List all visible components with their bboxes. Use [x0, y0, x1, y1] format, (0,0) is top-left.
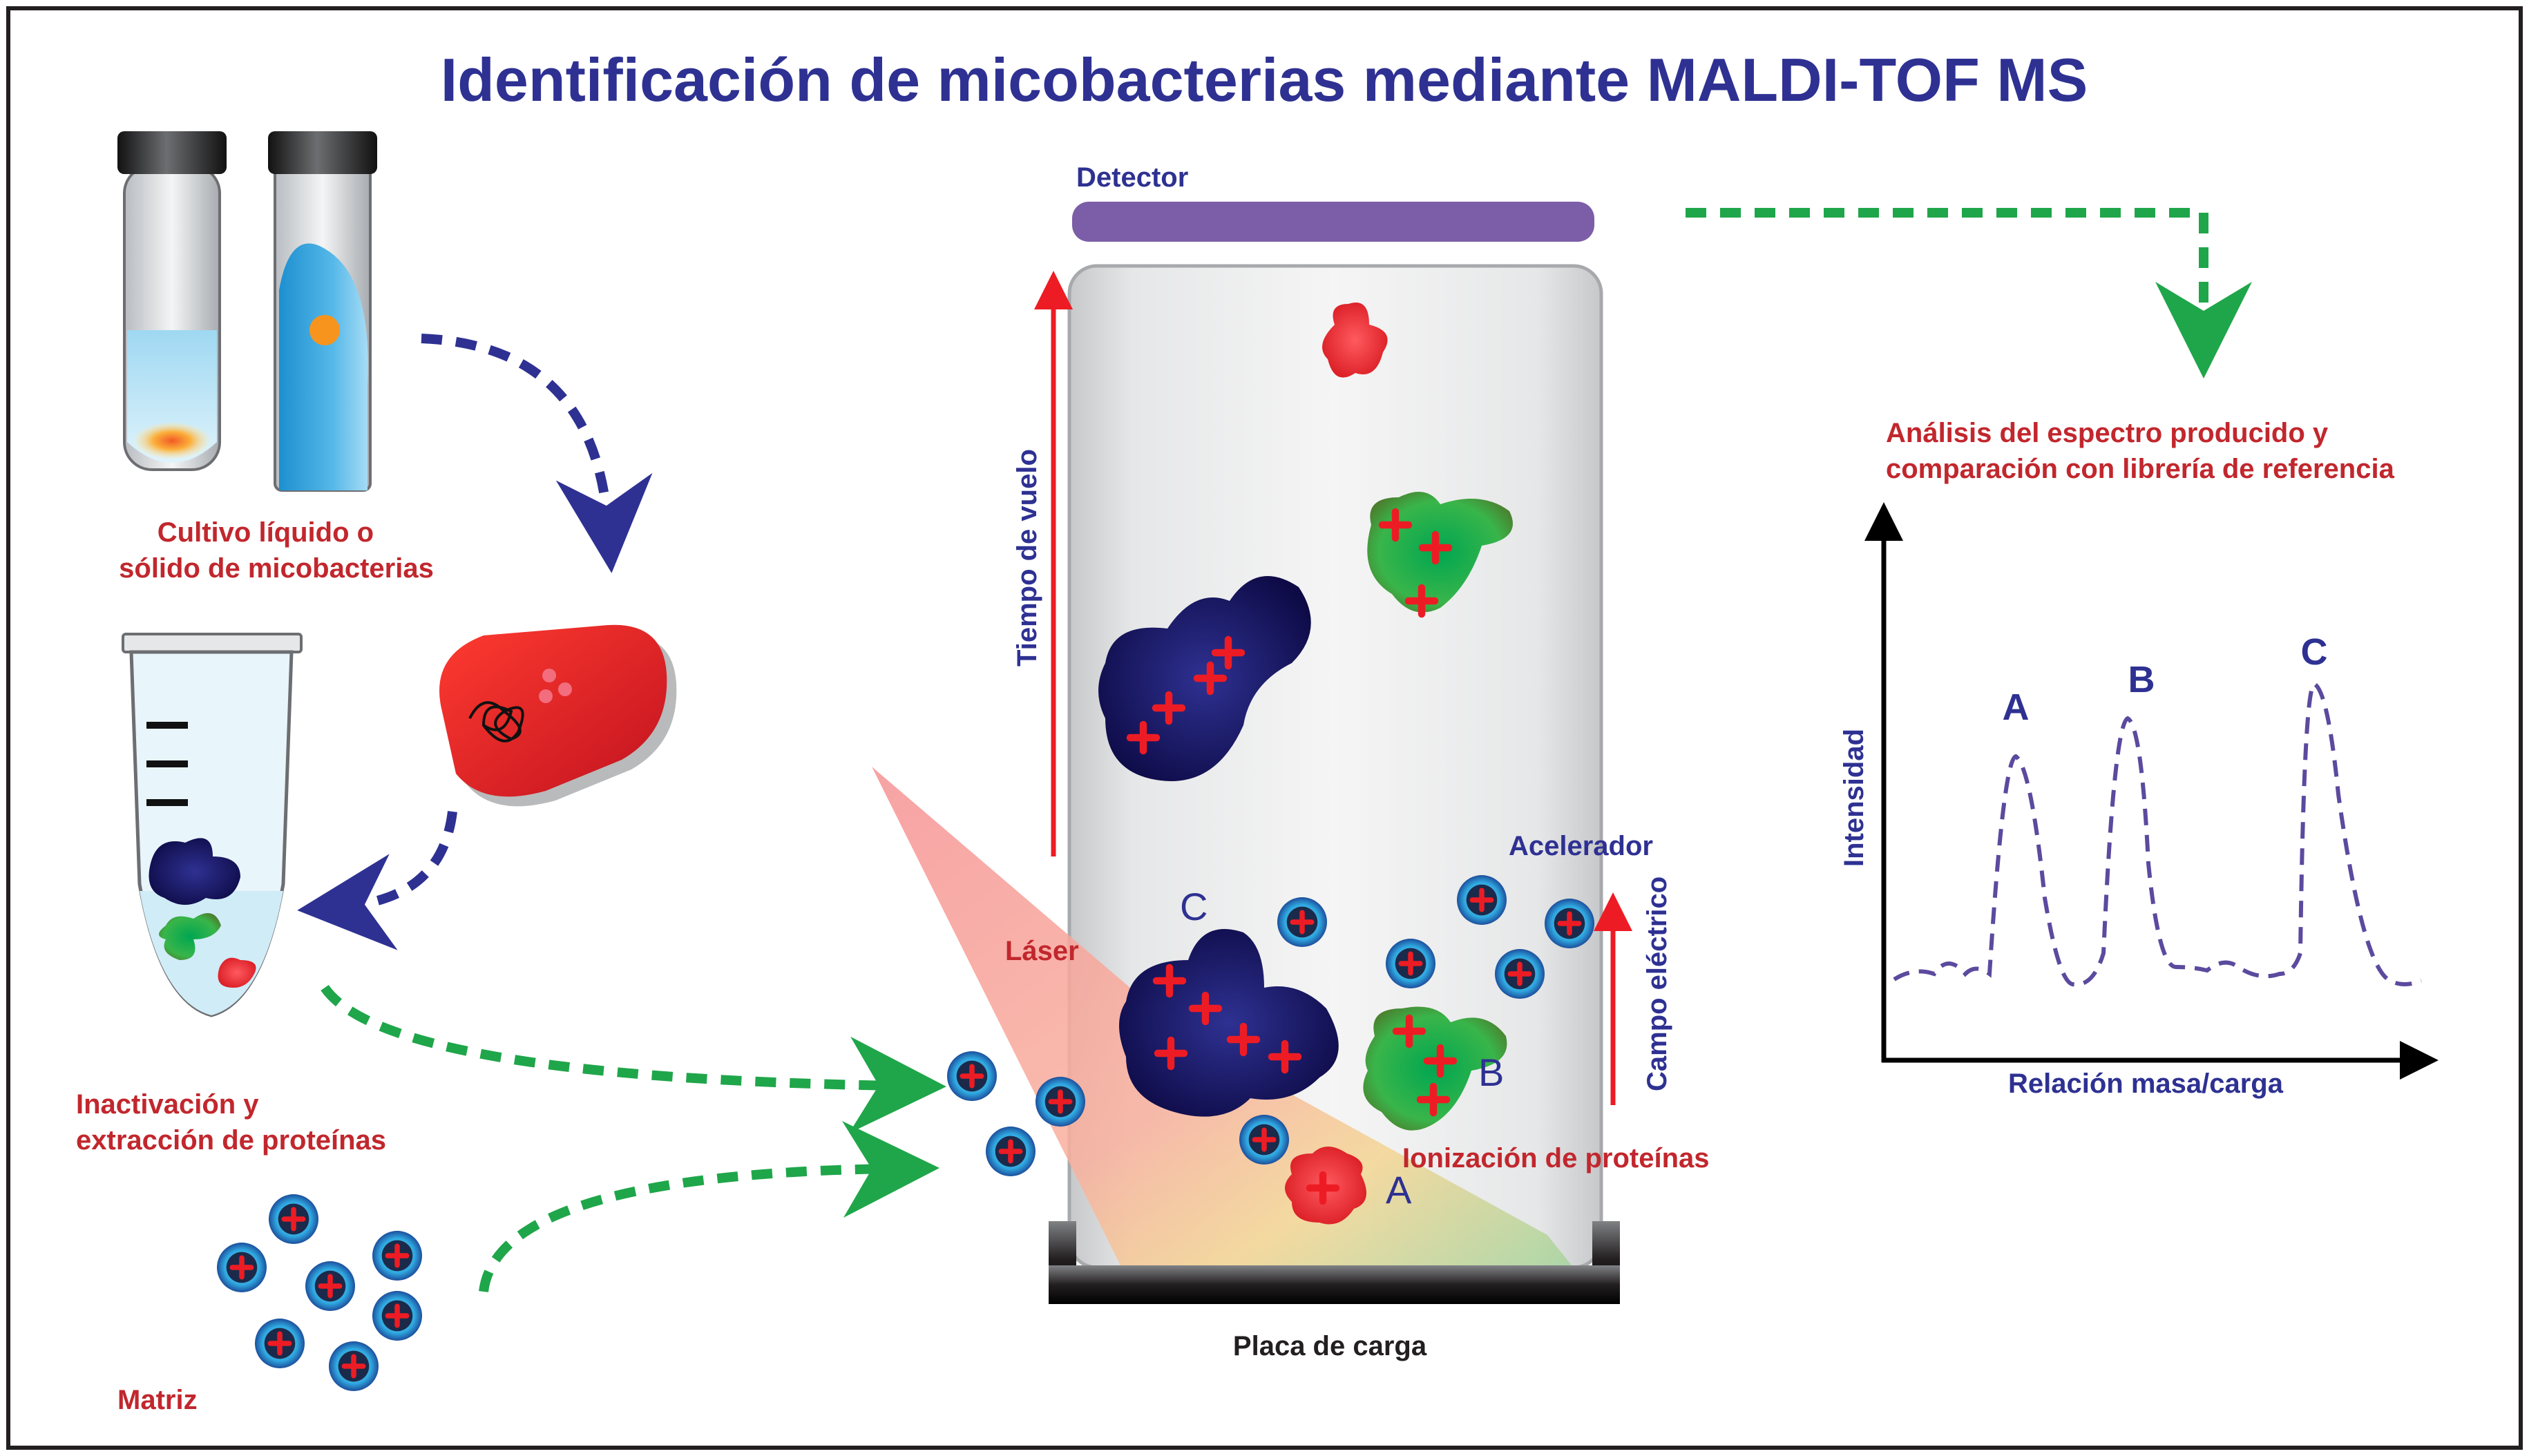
laser-label: Láser [1005, 936, 1079, 966]
matrix-ion-icon [986, 1127, 1036, 1176]
liquid-culture-tube [117, 131, 227, 471]
matrix-ion-icon [1545, 899, 1594, 948]
flight-time-label: Tiempo de vuelo [1012, 449, 1042, 667]
red-protein-top [1322, 303, 1388, 378]
detector-label: Detector [1076, 162, 1188, 193]
peak-label-a: A [2003, 687, 2030, 728]
protein-letter-a: A [1386, 1168, 1412, 1211]
matrix-ion-icon [1495, 949, 1545, 999]
charge-plus-icon [1152, 691, 1186, 725]
charge-plus-icon [318, 1274, 343, 1299]
y-axis-label: Intensidad [1839, 729, 1869, 867]
charge-plus-icon [1416, 1082, 1451, 1117]
charge-plus-icon [960, 1064, 984, 1089]
matrix-ion-icon [329, 1341, 379, 1391]
matrix-ion-icon [1036, 1077, 1085, 1127]
flow-arrow-bacterium-to-tube [297, 811, 457, 950]
matrix-ion-icon [305, 1261, 355, 1311]
matrix-ion-icon [255, 1319, 305, 1368]
mycobacterium-cell [439, 624, 677, 807]
culture-label: Cultivo líquido o sólido de micobacteria… [119, 517, 434, 584]
charge-plus-icon [1378, 508, 1413, 542]
protein-charges [1126, 508, 1458, 1205]
charge-plus-icon [1418, 530, 1453, 565]
ionization-label: Ionización de proteínas [1402, 1143, 1710, 1174]
charge-plus-icon [1126, 720, 1161, 755]
inactivation-label: Inactivación y extracción de proteínas [76, 1089, 386, 1156]
charge-plus-icon [1188, 991, 1223, 1026]
charge-plus-icon [1392, 1014, 1426, 1048]
loading-plate-label: Placa de carga [1233, 1331, 1427, 1361]
charge-plus-icon [1193, 661, 1228, 696]
charge-plus-icon [1290, 910, 1315, 935]
laser-beam [872, 767, 1575, 1270]
charge-plus-icon [1211, 635, 1246, 670]
charge-plus-icon [341, 1354, 366, 1379]
flow-arrow-matrix-to-plate [479, 1120, 939, 1292]
peak-label-c: C [2301, 631, 2328, 673]
matrix-ion-icon [1386, 939, 1435, 988]
charge-plus-icon [1048, 1089, 1073, 1114]
charge-plus-icon [1268, 1040, 1302, 1074]
matrix-ion-icon [1457, 875, 1507, 925]
matrix-ion-icon [1277, 897, 1327, 947]
charge-plus-icon [1226, 1022, 1261, 1057]
charge-plus-icon [1404, 584, 1439, 618]
analysis-label: Análisis del espectro producido y compar… [1886, 418, 2395, 484]
charge-plus-icon [998, 1139, 1023, 1164]
charge-plus-icon [1152, 964, 1187, 998]
page-title: Identificación de micobacterias mediante… [441, 46, 2088, 114]
flow-arrow-culture-to-bacterium [421, 334, 653, 573]
flow-arrow-proteins-to-plate [321, 984, 946, 1133]
charge-plus-icon [1306, 1171, 1340, 1205]
charge-plus-icon [1398, 951, 1423, 976]
mass-spectrum-trace [1893, 681, 2423, 987]
charge-plus-icon [1469, 888, 1494, 912]
charge-plus-icon [281, 1207, 306, 1232]
matrix-ion-icon [947, 1051, 997, 1101]
charge-plus-icon [385, 1303, 410, 1328]
charge-plus-icon [1252, 1127, 1277, 1152]
matrix-ion-icon [217, 1243, 267, 1292]
charge-plus-icon [229, 1255, 254, 1280]
chamber-ions [1239, 875, 1594, 1165]
peak-label-b: B [2128, 659, 2155, 700]
matrix-ion-icon [372, 1231, 422, 1281]
accelerator-label: Acelerador [1509, 831, 1653, 861]
matrix-ions [217, 1194, 422, 1391]
detector-plate [1072, 202, 1594, 242]
solid-culture-tube [268, 131, 377, 492]
electric-field-label: Campo eléctrico [1642, 877, 1672, 1091]
green-protein-b [1363, 1006, 1507, 1131]
matrix-ion-icon [1239, 1115, 1289, 1165]
charge-plus-icon [267, 1331, 292, 1356]
protein-letter-b: B [1478, 1051, 1504, 1094]
protein-letter-c: C [1180, 885, 1208, 928]
matrix-ion-icon [269, 1194, 318, 1244]
charge-plus-icon [1507, 961, 1532, 986]
loading-plate [1049, 1221, 1620, 1304]
matrix-label: Matriz [117, 1385, 198, 1415]
charge-plus-icon [1557, 911, 1582, 936]
charge-plus-icon [1154, 1036, 1188, 1071]
matrix-ion-icon [372, 1291, 422, 1341]
flow-arrow-detector-to-spectrum [1686, 208, 2252, 379]
x-axis-label: Relación masa/carga [2008, 1069, 2284, 1099]
plate-ions [947, 1051, 1085, 1176]
charge-plus-icon [385, 1243, 410, 1268]
charge-plus-icon [1423, 1044, 1458, 1078]
extraction-tube [122, 633, 303, 1017]
